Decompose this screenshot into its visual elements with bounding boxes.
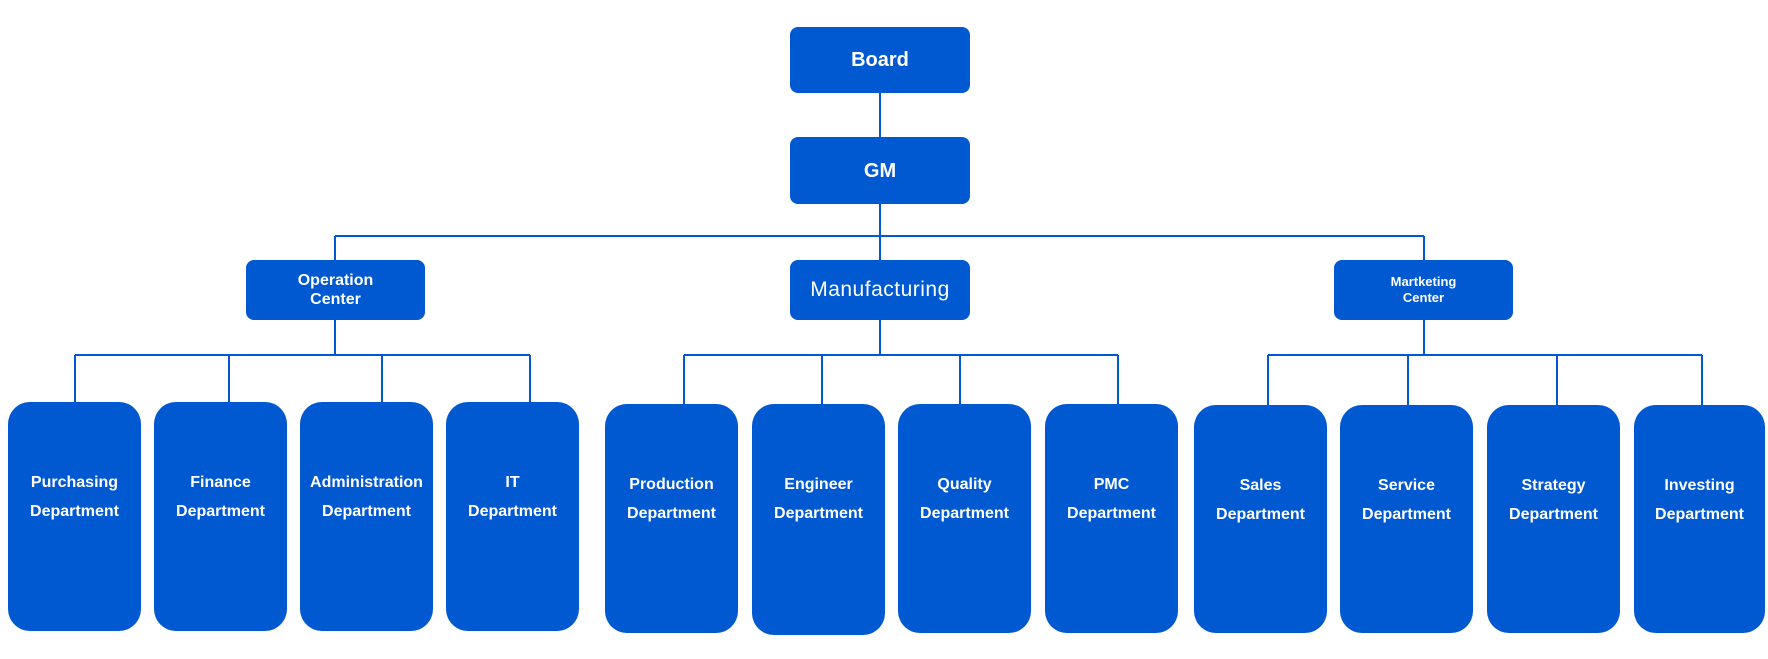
pmc-department-suffix: Department: [1067, 505, 1156, 522]
administration-department-node: Administration Department: [300, 402, 433, 631]
engineer-department-node: Engineer Department: [752, 404, 885, 635]
administration-department-suffix: Department: [322, 503, 411, 520]
engineer-department-name: Engineer: [784, 476, 853, 493]
it-department-name: IT: [505, 474, 520, 491]
quality-department-node: Quality Department: [898, 404, 1031, 633]
quality-department-suffix: Department: [920, 505, 1009, 522]
sales-department-node: Sales Department: [1194, 405, 1327, 633]
purchasing-department-suffix: Department: [30, 503, 119, 520]
it-department-node: IT Department: [446, 402, 579, 631]
pmc-department-node: PMC Department: [1045, 404, 1178, 633]
board-node: Board: [790, 27, 970, 93]
production-department-suffix: Department: [627, 505, 716, 522]
operation-center-label-line2: Center: [310, 291, 361, 308]
finance-department-node: Finance Department: [154, 402, 287, 631]
marketing-center-label-line1: Martketing: [1390, 274, 1457, 290]
it-department-suffix: Department: [468, 503, 557, 520]
purchasing-department-node: Purchasing Department: [8, 402, 141, 631]
marketing-center-node: Martketing Center: [1334, 260, 1513, 320]
finance-department-name: Finance: [190, 474, 251, 491]
service-department-node: Service Department: [1340, 405, 1473, 633]
manufacturing-label: Manufacturing: [810, 278, 950, 302]
pmc-department-name: PMC: [1093, 476, 1130, 493]
investing-department-node: Investing Department: [1634, 405, 1765, 633]
administration-department-name: Administration: [310, 474, 423, 491]
strategy-department-suffix: Department: [1509, 506, 1598, 523]
investing-department-suffix: Department: [1655, 506, 1744, 523]
gm-label: GM: [863, 159, 897, 182]
operation-center-label-line1: Operation: [297, 271, 374, 289]
strategy-department-name: Strategy: [1521, 477, 1586, 494]
strategy-department-node: Strategy Department: [1487, 405, 1620, 633]
production-department-name: Production: [629, 476, 714, 493]
quality-department-name: Quality: [937, 476, 992, 493]
board-label: Board: [851, 49, 909, 71]
marketing-center-label-line2: Center: [1402, 290, 1445, 305]
production-department-node: Production Department: [605, 404, 738, 633]
gm-node: GM: [790, 137, 970, 204]
sales-department-name: Sales: [1239, 477, 1282, 494]
manufacturing-node: Manufacturing: [790, 260, 970, 320]
purchasing-department-name: Purchasing: [30, 474, 119, 491]
finance-department-suffix: Department: [176, 503, 265, 520]
service-department-suffix: Department: [1362, 506, 1451, 523]
engineer-department-suffix: Department: [774, 505, 863, 522]
operation-center-node: Operation Center: [246, 260, 425, 320]
sales-department-suffix: Department: [1216, 506, 1305, 523]
investing-department-name: Investing: [1664, 477, 1735, 494]
service-department-name: Service: [1378, 477, 1435, 494]
